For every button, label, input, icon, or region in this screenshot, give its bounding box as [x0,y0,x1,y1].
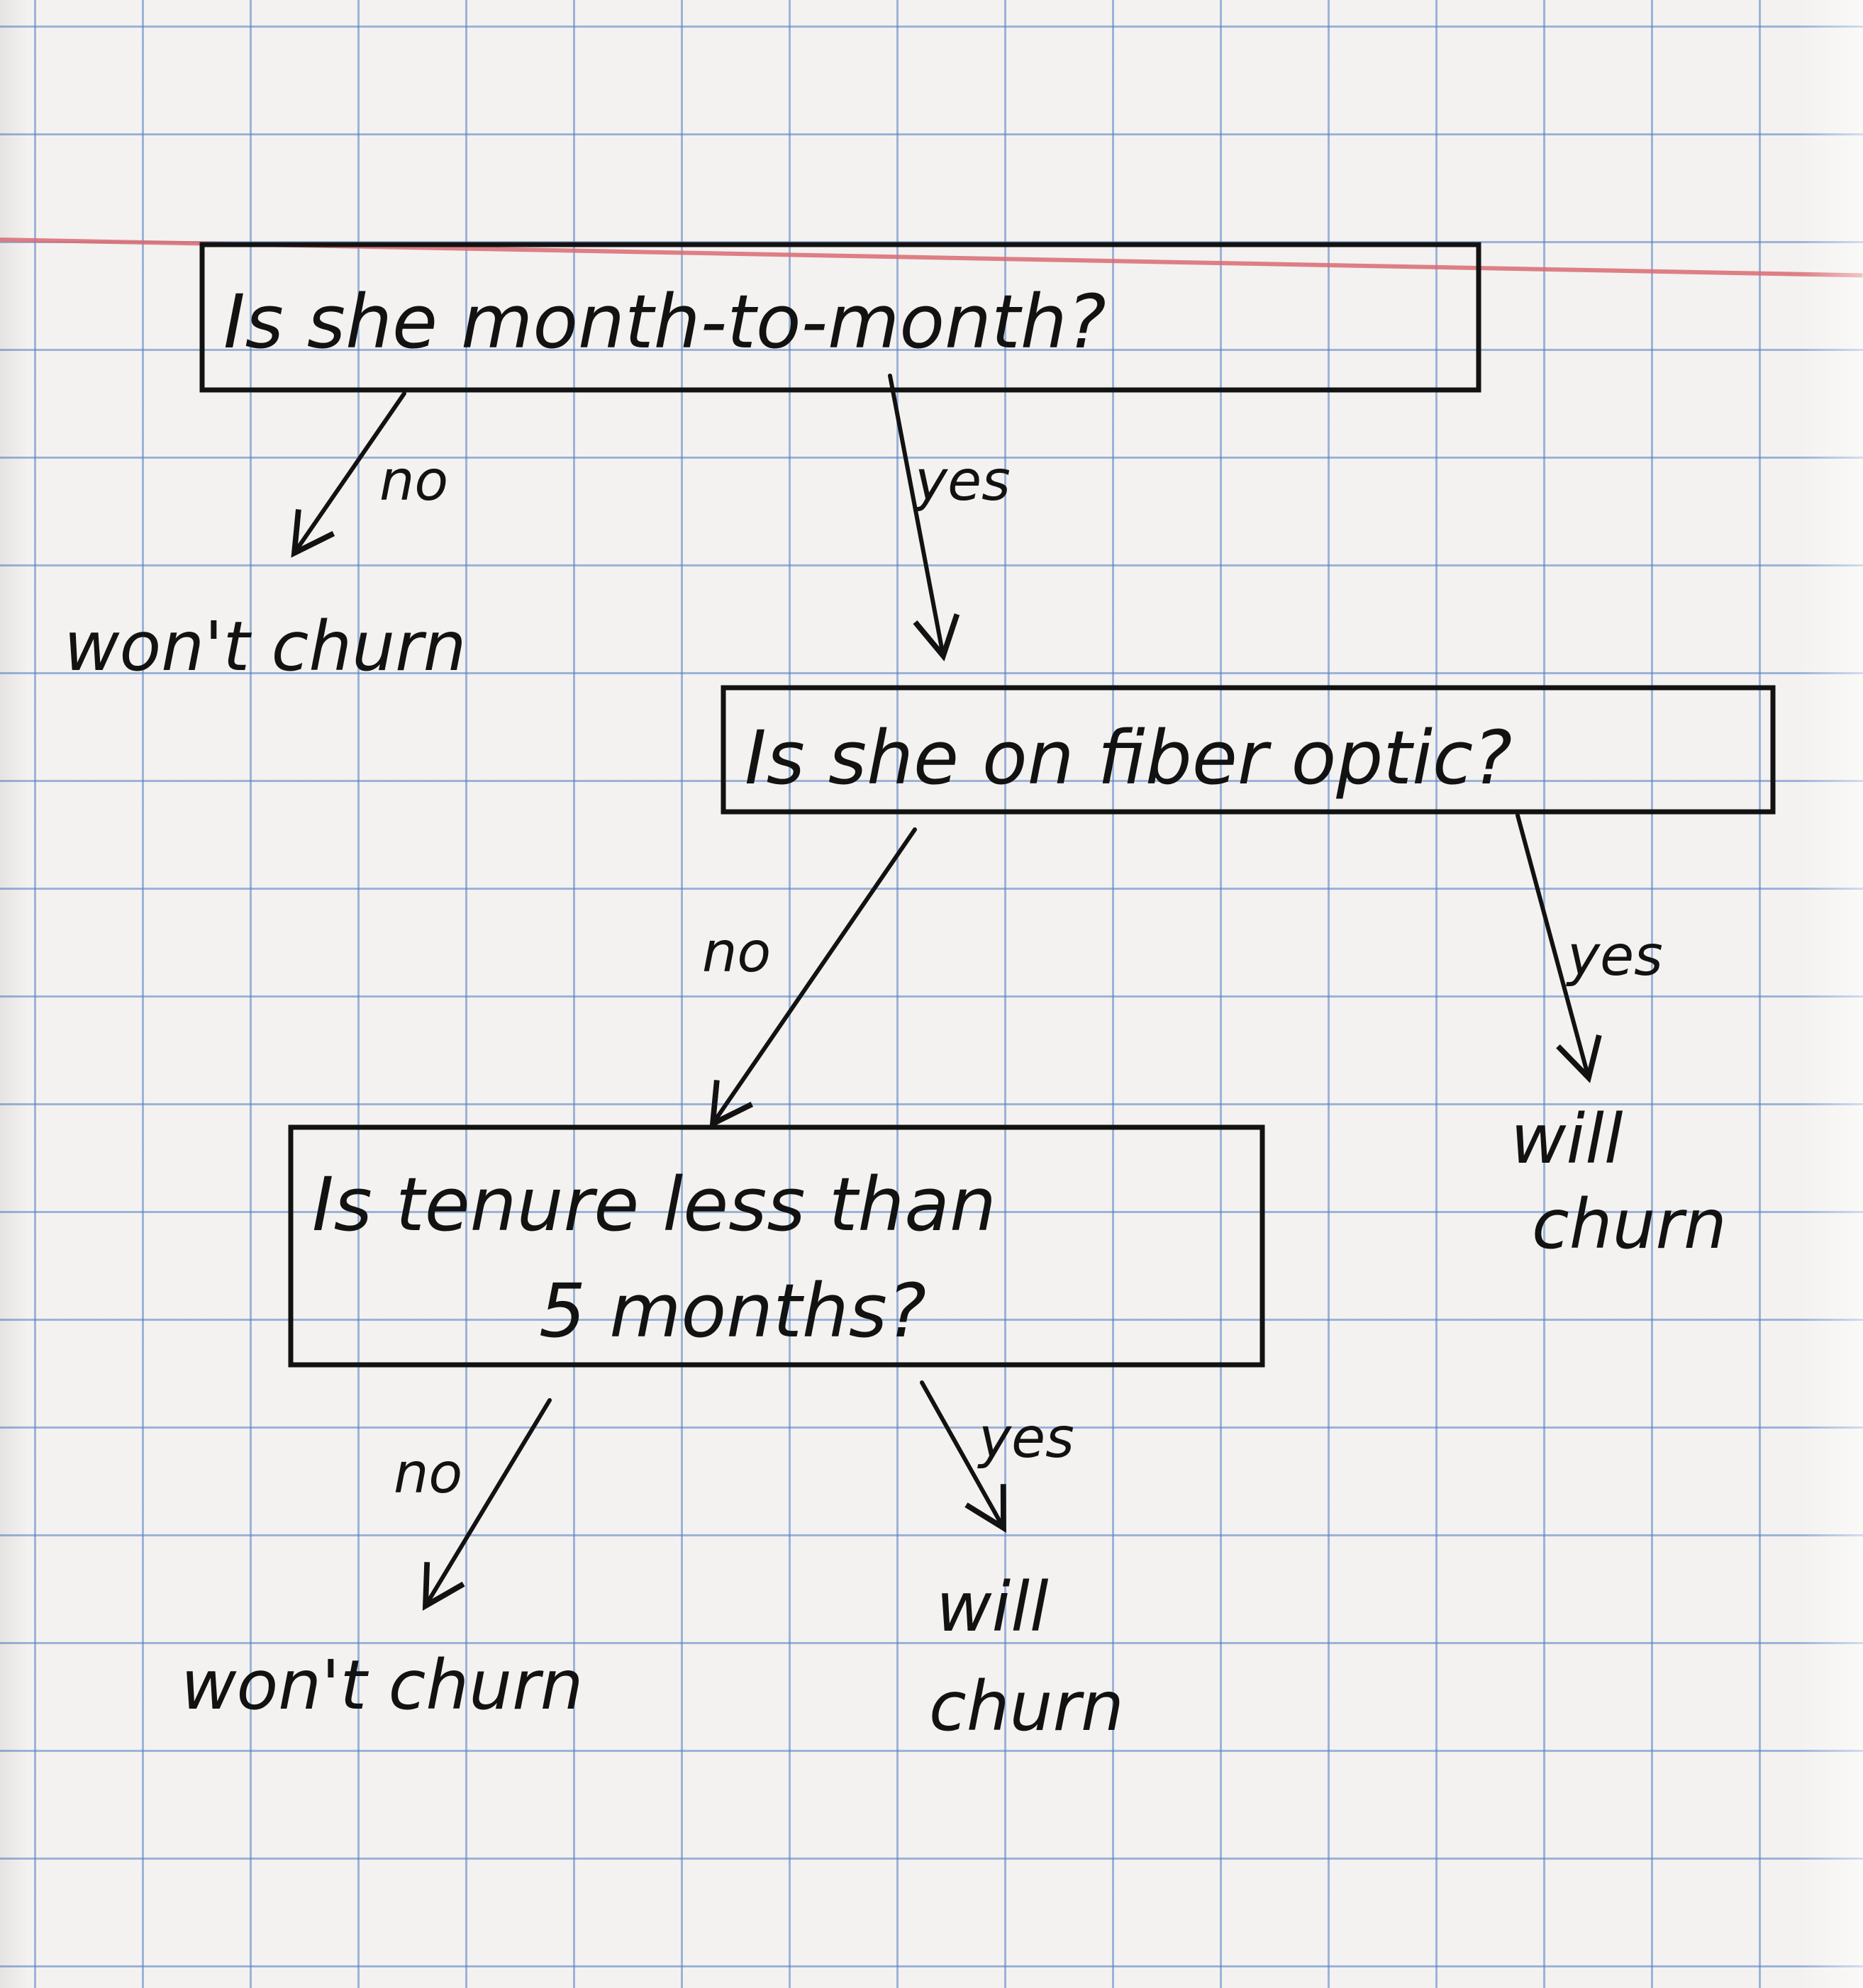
leaf-wont-churn-2: won't churn [181,1646,583,1725]
edge-label-q1-yes: yes [913,449,1011,513]
leaf-will-churn-2-line2: churn [929,1667,1124,1746]
question-text-1: Is she month-to-month? [223,279,1106,365]
edge-q3-no-arrow [422,1398,552,1611]
leaf-wont-churn-1: won't churn [64,607,466,686]
edge-q3-yes-arrow [920,1380,1006,1534]
question-text-2: Is she on fiber optic? [745,715,1512,801]
edge-label-q3-no: no [394,1442,462,1506]
edge-q1-no-arrow [291,391,406,558]
question-text-3-line1: Is tenure less than [312,1161,996,1248]
edge-label-q1-no: no [379,449,448,513]
edge-q2-yes-arrow [1516,813,1602,1083]
question-node-month-to-month: Is she month-to-month? [199,242,1481,393]
question-text-3-line2: 5 months? [539,1268,926,1354]
edge-label-q2-no: no [702,921,771,985]
leaf-will-churn-1-line2: churn [1532,1185,1727,1264]
edge-label-q2-yes: yes [1566,925,1663,988]
question-box-3 [288,1124,1265,1368]
leaf-will-churn-2-line1: will [936,1568,1049,1647]
edge-q2-no-arrow [709,827,917,1129]
question-box-2 [721,685,1776,815]
question-box-1 [199,242,1481,393]
leaf-will-churn-2: will churn [929,1568,1124,1746]
leaf-will-churn-1: will churn [1511,1100,1727,1264]
question-node-tenure: Is tenure less than 5 months? [288,1124,1265,1368]
leaf-will-churn-1-line1: will [1511,1100,1623,1179]
question-node-fiber-optic: Is she on fiber optic? [721,685,1776,815]
edge-q1-yes-arrow [888,374,960,661]
edge-label-q3-yes: yes [977,1407,1074,1470]
